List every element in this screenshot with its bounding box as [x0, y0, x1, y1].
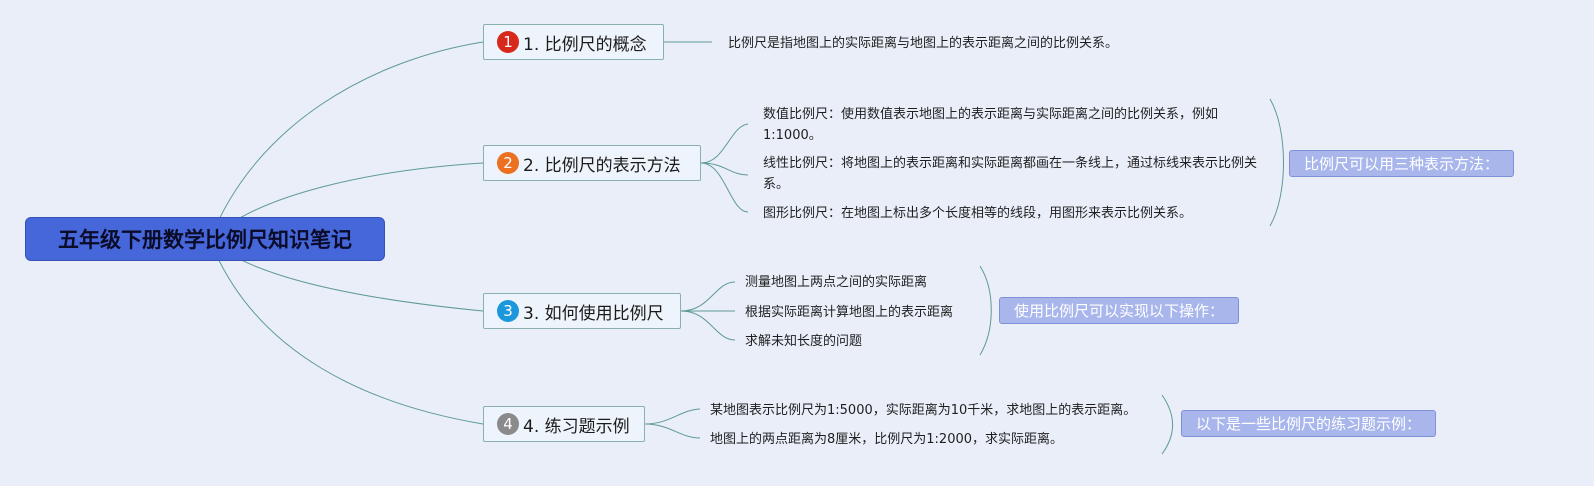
summary-text: 以下是一些比例尺的练习题示例： [1196, 415, 1422, 433]
branch-3-label: 3. 如何使用比例尺 [523, 303, 664, 324]
branch-4-summary[interactable]: 以下是一些比例尺的练习题示例： [1181, 410, 1437, 437]
branch-2-summary[interactable]: 比例尺可以用三种表示方法： [1289, 150, 1515, 177]
branch-3-topic[interactable]: 3 3. 如何使用比例尺 [483, 293, 681, 329]
branch-2-leaf-1-line [700, 123, 749, 164]
branch-3-leaf-3-line [680, 310, 736, 341]
branch-2-leaf-2-line [700, 162, 749, 176]
leaf-text: 地图上的两点距离为8厘米，比例尺为1:2000，求实际距离。 [710, 432, 1064, 447]
branch-3-summary-bracket [979, 265, 992, 356]
leaf-text: 线性比例尺：将地图上的表示距离和实际距离都画在一条线上，通过标线来表示比例关系。 [763, 156, 1258, 192]
branch-3-summary[interactable]: 使用比例尺可以实现以下操作： [999, 297, 1240, 324]
branch-4-leaf-2[interactable]: 地图上的两点距离为8厘米，比例尺为1:2000，求实际距离。 [710, 429, 1063, 450]
number-1-badge-icon: 1 [497, 31, 519, 53]
leaf-text: 数值比例尺：使用数值表示地图上的表示距离与实际距离之间的比例关系，例如1:100… [763, 107, 1219, 143]
branch-4-leaf-1[interactable]: 某地图表示比例尺为1:5000，实际距离为10千米，求地图上的表示距离。 [710, 400, 1136, 421]
leaf-text: 某地图表示比例尺为1:5000，实际距离为10千米，求地图上的表示距离。 [710, 403, 1137, 418]
summary-text: 比例尺可以用三种表示方法： [1304, 155, 1500, 173]
branch-2-topic[interactable]: 2 2. 比例尺的表示方法 [483, 145, 701, 181]
leaf-text: 求解未知长度的问题 [745, 334, 863, 349]
branch-2-leaf-1[interactable]: 数值比例尺：使用数值表示地图上的表示距离与实际距离之间的比例关系，例如1:100… [763, 104, 1261, 146]
branch-2-label: 2. 比例尺的表示方法 [523, 155, 681, 176]
branch-3-leaf-2[interactable]: 根据实际距离计算地图上的表示距离 [745, 302, 953, 323]
branch-2-leaf-3-line [700, 162, 749, 213]
branch-1-topic[interactable]: 1 1. 比例尺的概念 [483, 24, 664, 60]
leaf-text: 测量地图上两点之间的实际距离 [745, 275, 928, 290]
branch-4-leaf-2-line [644, 423, 701, 439]
leaf-text: 根据实际距离计算地图上的表示距离 [745, 305, 954, 320]
branch-2-leaf-3[interactable]: 图形比例尺：在地图上标出多个长度相等的线段，用图形来表示比例关系。 [763, 203, 1192, 224]
root-to-branch-1-line [209, 41, 484, 241]
branch-1-label: 1. 比例尺的概念 [523, 34, 647, 55]
leaf-text: 比例尺是指地图上的实际距离与地图上的表示距离之间的比例关系。 [728, 36, 1119, 51]
root-label: 五年级下册数学比例尺知识笔记 [58, 228, 352, 252]
number-3-badge-icon: 3 [497, 300, 519, 322]
number-4-badge-icon: 4 [497, 413, 519, 435]
root-topic[interactable]: 五年级下册数学比例尺知识笔记 [25, 217, 385, 261]
branch-3-leaf-1[interactable]: 测量地图上两点之间的实际距离 [745, 272, 927, 293]
branch-4-label: 4. 练习题示例 [523, 416, 630, 437]
branch-1-leaf-1[interactable]: 比例尺是指地图上的实际距离与地图上的表示距离之间的比例关系。 [728, 33, 1118, 54]
branch-2-leaf-2[interactable]: 线性比例尺：将地图上的表示距离和实际距离都画在一条线上，通过标线来表示比例关系。 [763, 153, 1261, 195]
branch-2-summary-bracket [1269, 98, 1284, 227]
leaf-text: 图形比例尺：在地图上标出多个长度相等的线段，用图形来表示比例关系。 [763, 206, 1193, 221]
branch-3-leaf-1-line [680, 281, 736, 312]
root-to-branch-4-line [209, 239, 484, 425]
branch-3-leaf-3[interactable]: 求解未知长度的问题 [745, 331, 862, 352]
branch-4-leaf-1-line [644, 408, 701, 425]
branch-4-topic[interactable]: 4 4. 练习题示例 [483, 406, 645, 442]
number-2-badge-icon: 2 [497, 152, 519, 174]
branch-4-summary-bracket [1161, 394, 1173, 455]
summary-text: 使用比例尺可以实现以下操作： [1014, 302, 1225, 320]
